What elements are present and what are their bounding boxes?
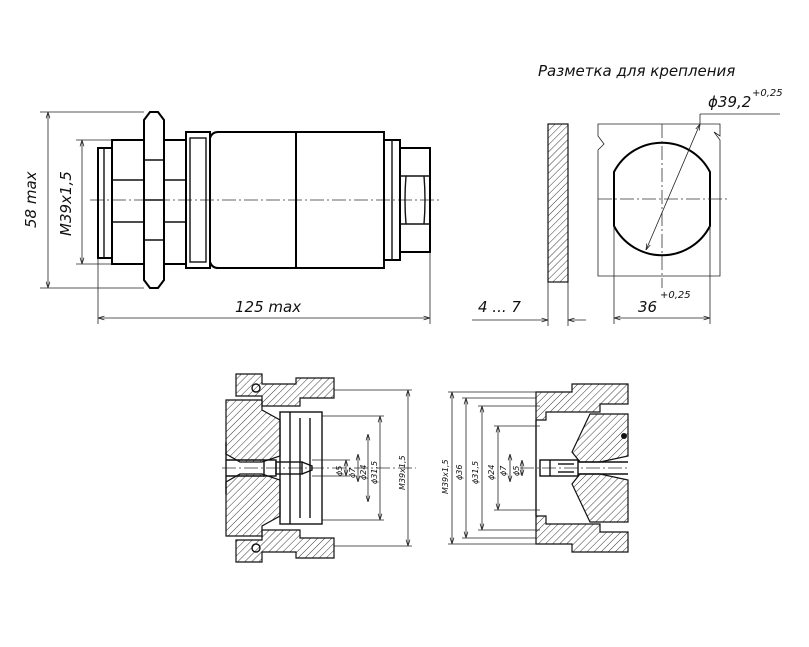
dim-hole-diameter: ϕ39,2	[708, 93, 751, 111]
sec-left-d1: ϕ5	[335, 466, 344, 476]
connector-side-view	[40, 111, 442, 324]
mounting-title: Разметка для крепления	[538, 62, 735, 80]
sec-right-d1: M39x1,5	[441, 459, 450, 494]
section-view-left	[222, 373, 416, 563]
dim-flat-width: 36	[638, 298, 657, 316]
dim-height-max: 58 max	[22, 171, 40, 228]
sec-right-d2: ϕ36	[455, 465, 464, 480]
sec-right-d5: ϕ7	[499, 465, 508, 476]
sec-right-d4: ϕ24	[487, 465, 496, 480]
dim-panel-thickness: 4 ... 7	[478, 298, 521, 316]
dim-length-max: 125 max	[235, 298, 301, 316]
dim-flat-width-tol: +0,25	[660, 290, 691, 301]
sec-right-d6: ϕ5	[512, 466, 521, 476]
sec-left-d4: ϕ31,5	[370, 461, 379, 484]
sec-right-d3: ϕ31,5	[471, 461, 480, 484]
sec-left-d2: ϕ7	[348, 467, 357, 478]
section-view-right	[448, 383, 629, 553]
sec-left-d3: ϕ24	[359, 465, 368, 480]
mounting-hole-view	[597, 113, 780, 324]
panel-section	[472, 123, 586, 326]
dim-thread: M39x1,5	[57, 171, 75, 236]
dim-hole-diameter-tol: +0,25	[752, 88, 783, 99]
sec-left-d5: M39x1,5	[398, 455, 407, 490]
